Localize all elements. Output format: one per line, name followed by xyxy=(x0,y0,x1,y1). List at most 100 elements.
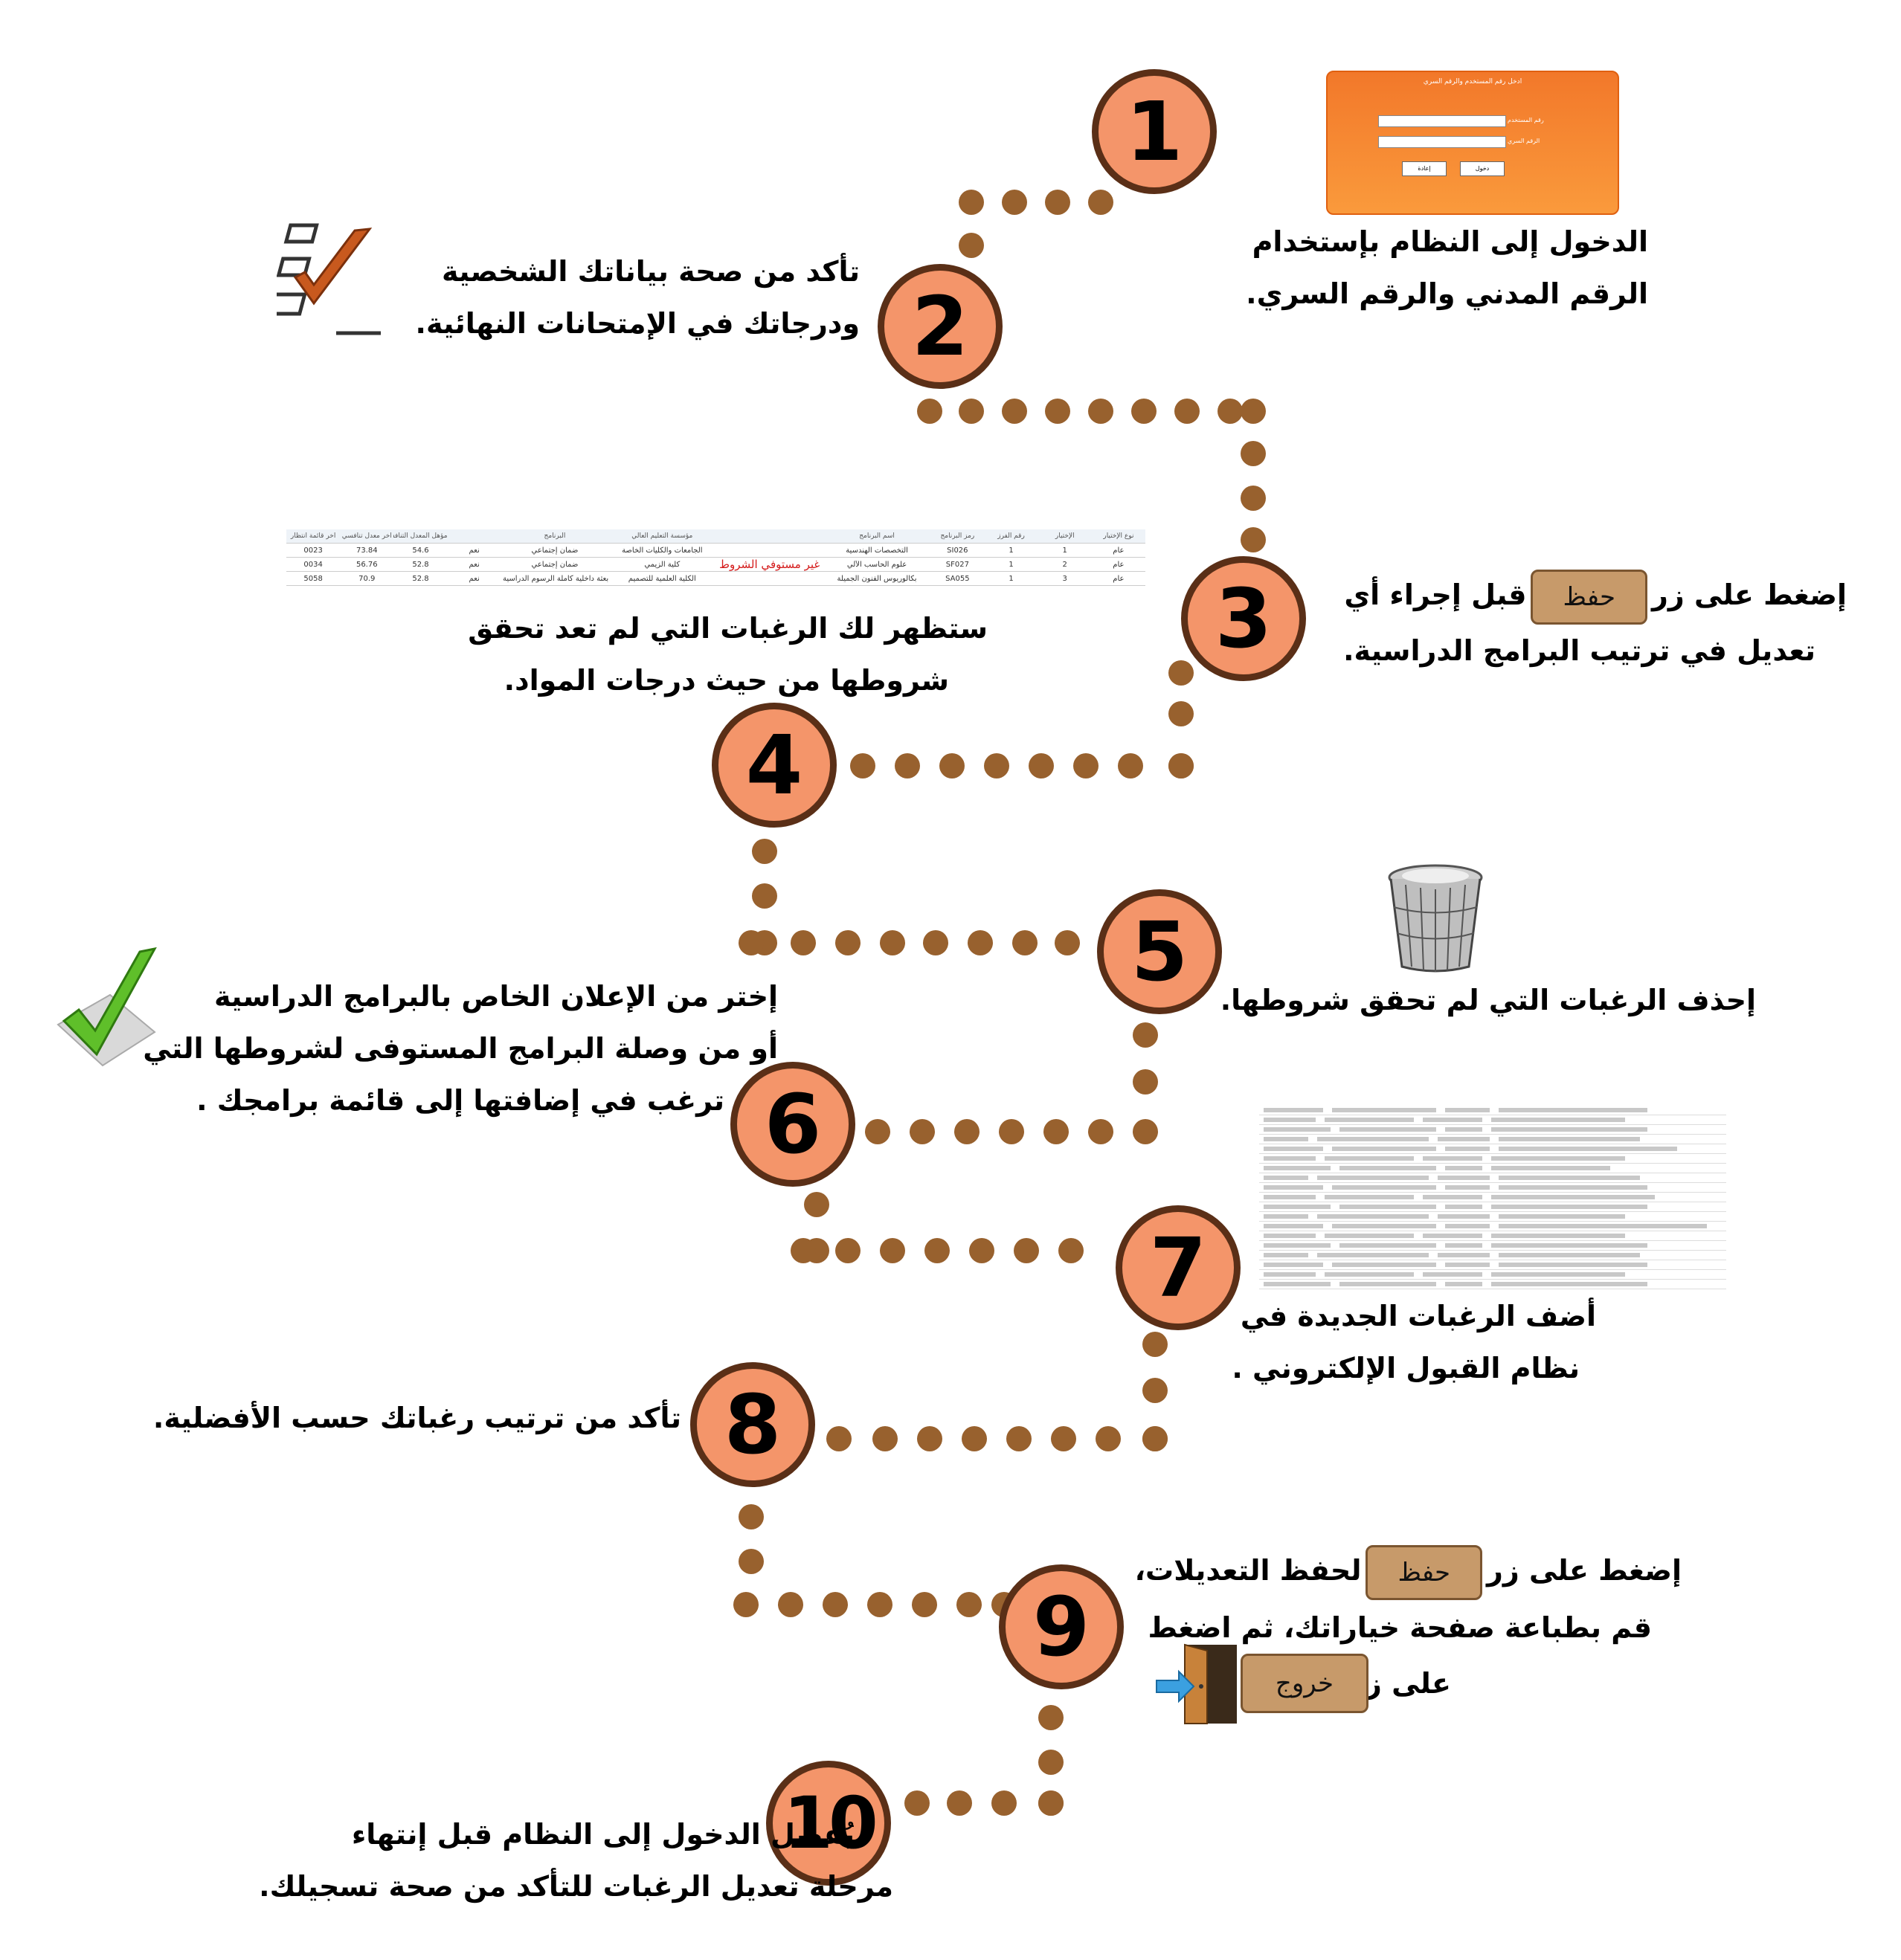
path-dot xyxy=(923,930,948,955)
login-enter-button: دخول xyxy=(1460,161,1505,176)
path-dot xyxy=(917,1426,942,1451)
step-3-text-end: قبل إجراء أي xyxy=(1344,578,1527,611)
path-dot xyxy=(1088,190,1113,215)
step-3-text-start: إضغط على زر xyxy=(1651,578,1847,611)
step-8-circle: 8 xyxy=(690,1362,815,1487)
path-dot xyxy=(1002,190,1027,215)
path-dot xyxy=(991,1790,1017,1816)
path-dot xyxy=(1014,1238,1039,1263)
path-dot xyxy=(880,1238,905,1263)
step-5-text: إحذف الرغبات التي لم تحقق شروطها. xyxy=(1220,984,1756,1016)
path-dot xyxy=(939,753,965,778)
path-dot xyxy=(947,1790,972,1816)
path-dot xyxy=(1038,1750,1064,1775)
step-10-text: يُفضل الدخول إلى النظام قبل إنتهاء مرحلة… xyxy=(259,1818,893,1903)
step-3-text: إضغط على زرحفظقبل إجراء أي تعديل في ترتي… xyxy=(1343,565,1847,677)
path-dot xyxy=(1055,930,1080,955)
save-button-illustration: حفظ xyxy=(1531,569,1647,625)
trash-icon xyxy=(1388,864,1483,973)
path-dot xyxy=(739,1504,764,1529)
step-3-circle: 3 xyxy=(1181,556,1306,681)
path-dot xyxy=(912,1592,937,1617)
path-dot xyxy=(739,930,764,955)
password-field xyxy=(1378,136,1506,148)
path-dot xyxy=(1241,486,1266,511)
path-dot xyxy=(1168,701,1194,726)
path-dot xyxy=(850,753,875,778)
path-dot xyxy=(752,883,777,909)
door-exit-icon xyxy=(1156,1643,1237,1724)
checkmark-icon xyxy=(57,947,157,1067)
password-label: الرقم السري xyxy=(1508,138,1540,144)
path-dot xyxy=(1002,399,1027,424)
step-1-circle: 1 xyxy=(1092,69,1217,194)
path-dot xyxy=(959,399,984,424)
step-5-circle: 5 xyxy=(1097,889,1222,1014)
path-dot xyxy=(880,930,905,955)
path-dot xyxy=(969,1238,994,1263)
save-button-illustration: حفظ xyxy=(1366,1544,1482,1600)
path-dot xyxy=(1051,1426,1076,1451)
path-dot xyxy=(1174,399,1200,424)
path-dot xyxy=(1118,753,1143,778)
checklist-icon xyxy=(277,223,381,335)
step-8-text: تأكد من ترتيب رغباتك حسب الأفضلية. xyxy=(152,1402,681,1434)
path-dot xyxy=(1142,1332,1168,1357)
login-reset-button: إعادة xyxy=(1402,161,1447,176)
path-dot xyxy=(1218,399,1243,424)
path-dot xyxy=(1058,1238,1084,1263)
path-dot xyxy=(835,930,861,955)
path-dot xyxy=(804,1192,829,1217)
step-10-circle: 10 xyxy=(766,1761,891,1886)
programs-list-screenshot xyxy=(1259,1106,1726,1290)
path-dot xyxy=(1088,1119,1113,1144)
path-dot xyxy=(1131,399,1157,424)
path-dot xyxy=(1241,441,1266,466)
step-6-text: إختر من الإعلان الخاص بالبرامج الدراسية … xyxy=(143,980,778,1117)
path-dot xyxy=(1043,1119,1069,1144)
path-dot xyxy=(791,1238,816,1263)
path-dot xyxy=(924,1238,950,1263)
path-dot xyxy=(823,1592,848,1617)
path-dot xyxy=(835,1238,861,1263)
path-dot xyxy=(739,1549,764,1574)
path-dot xyxy=(752,839,777,864)
path-dot xyxy=(1133,1119,1158,1144)
path-dot xyxy=(1168,753,1194,778)
path-dot xyxy=(778,1592,803,1617)
path-dot xyxy=(1038,1790,1064,1816)
path-dot xyxy=(1088,399,1113,424)
path-dot xyxy=(962,1426,987,1451)
path-dot xyxy=(1045,399,1070,424)
path-dot xyxy=(872,1426,898,1451)
step-9-circle: 9 xyxy=(999,1564,1124,1689)
path-dot xyxy=(959,233,984,258)
step-1-text: الدخول إلى النظام بإستخدام الرقم المدني … xyxy=(1246,225,1648,310)
path-dot xyxy=(968,930,993,955)
path-dot xyxy=(865,1119,890,1144)
step-2-circle: 2 xyxy=(878,264,1003,389)
path-dot xyxy=(1142,1378,1168,1403)
step-7-text: أضف الرغبات الجديدة في نظام القبول الإلك… xyxy=(1232,1300,1596,1384)
not-eligible-label: غير مستوفي الشروط xyxy=(719,558,820,571)
path-dot xyxy=(1073,753,1099,778)
path-dot xyxy=(956,1592,982,1617)
login-title: ادخل رقم المستخدم والرقم السري xyxy=(1423,78,1522,86)
path-dot xyxy=(826,1426,852,1451)
path-dot xyxy=(910,1119,935,1144)
path-dot xyxy=(1241,527,1266,552)
path-dot xyxy=(1168,660,1194,686)
path-dot xyxy=(1133,1022,1158,1048)
step-2-text: تأكد من صحة بياناتك الشخصية ودرجاتك في ا… xyxy=(415,255,860,340)
step-9-text-start: إضغط على زر xyxy=(1486,1554,1682,1587)
path-dot xyxy=(1045,190,1070,215)
path-dot xyxy=(733,1592,759,1617)
path-dot xyxy=(1012,930,1038,955)
path-dot xyxy=(904,1790,930,1816)
step-7-circle: 7 xyxy=(1116,1205,1241,1330)
